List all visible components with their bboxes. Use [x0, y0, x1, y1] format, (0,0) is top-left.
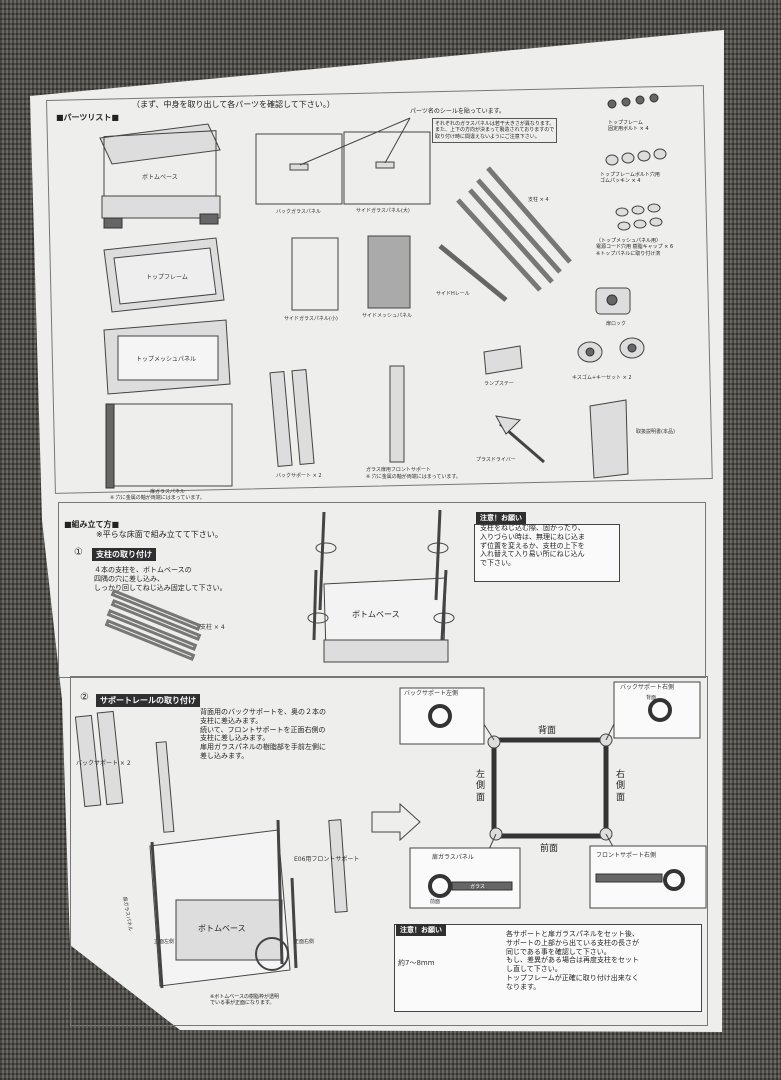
- front-support-drawing: [389, 365, 405, 463]
- rubber-packing-label: トップフレームボルト穴用 ゴムパッキン × 4: [600, 172, 660, 185]
- pillar-drawing: [456, 166, 572, 292]
- step2-front-right: 正面右側: [294, 939, 315, 945]
- caution2-box: [394, 924, 702, 1012]
- side-glass-large-drawing: [343, 131, 431, 205]
- back-face-label: 背面: [538, 726, 557, 736]
- glass-note: それぞれのガラスパネルは若干大きさが異なります。 また、上下の方向が決まって製造…: [432, 118, 558, 143]
- back-left-label: バックサポート左側: [404, 690, 459, 697]
- back-right-label: バックサポート右側: [620, 684, 675, 691]
- door-glass-detail-label: 扉ガラスパネル: [432, 854, 474, 861]
- left-face-label: 左 側 面: [476, 770, 486, 803]
- step2-text: 背面用のバックサポートを、奥の２本の 支柱に差込みます。 続いて、フロントサポー…: [200, 708, 326, 760]
- side-glass-small-drawing: [291, 237, 339, 311]
- door-lock-label: 扉ロック: [606, 321, 627, 327]
- step2-base-label: ボトムベース: [198, 924, 246, 933]
- step1-number: ①: [74, 547, 83, 558]
- step1-text: ４本の支柱を、ボトムベースの 四隅の穴に差し込み、 しっかり回してねじ込み固定し…: [94, 566, 227, 592]
- lamp-stay-drawing: [483, 345, 523, 375]
- lamp-stay-label: ランプステー: [484, 381, 514, 387]
- side-h-rail-drawing: [438, 244, 508, 302]
- step2-front-left: 正面左側: [154, 939, 175, 945]
- back-support-label: バックサポート × 2: [276, 473, 322, 479]
- bottom-base-label: ボトムベース: [142, 174, 178, 181]
- caution1-box: [474, 524, 620, 582]
- rubber-packing-drawing: [605, 148, 667, 166]
- front-support-note: ※ 穴に金属の軸が両端にはまっています。: [366, 474, 461, 480]
- caution2-text: 各サポートと扉ガラスパネルをセット後、 サポートの上部から出ている支柱の長さが …: [506, 930, 639, 991]
- top-frame-label: トップフレーム: [146, 274, 188, 281]
- caps-drawing: [615, 203, 663, 231]
- door-glass-drawing: [107, 403, 233, 487]
- side-glass-large-label: サイドガラスパネル(大): [356, 208, 410, 214]
- side-h-rail-label: サイドHレール: [436, 291, 470, 297]
- front-support-right-label: フロントサポート右側: [596, 852, 657, 859]
- manual-drawing: [589, 399, 629, 479]
- top-frame-bolt-label: トップフレーム 固定用ボルト × 4: [608, 120, 649, 133]
- step2-circle-note: ※ボトムベースの樹脂枠が透明 でいる事が正面になります。: [210, 994, 279, 1007]
- top-frame-drawing: [103, 237, 225, 313]
- back-glass-label: バックガラスパネル: [276, 209, 321, 215]
- step1-title: 支柱の取り付け: [92, 548, 156, 561]
- key-set-label: キスゴム+キーセット × 2: [572, 375, 632, 381]
- caution1-text: 支柱をねじ込む際、固かったり、 入りづらい時は、無理にねじ込ま ず位置を変えるか…: [480, 524, 585, 567]
- pillar-label: 支柱 × 4: [528, 197, 549, 203]
- detail-glass-label: ガラス: [470, 884, 485, 890]
- right-face-label: 右 側 面: [616, 770, 626, 803]
- back-glass-drawing: [255, 133, 343, 205]
- front-face-label: 前面: [540, 844, 559, 854]
- assembly-step1-section: [58, 502, 706, 678]
- top-mesh-drawing: [103, 319, 231, 395]
- detail-back-label: 背面: [646, 695, 657, 701]
- step2-title: サポートレールの取り付け: [96, 694, 200, 707]
- screwdriver-label: プラスドライバー: [476, 457, 516, 463]
- step1-pillar-label: 支柱 × 4: [200, 624, 225, 631]
- side-mesh-label: サイドメッシュパネル: [362, 313, 413, 319]
- door-glass-label: 扉ガラスパネル: [150, 489, 185, 495]
- assembly-title: ■組み立て方■: [64, 520, 120, 529]
- caution2-title: 注意！お願い: [396, 924, 446, 936]
- mesh-caps-label: （トップメッシュパネル用） 電源コード穴用 樹脂キャップ × 6 ※トップパネル…: [596, 238, 674, 257]
- front-support-label: ガラス扉用フロントサポート: [366, 467, 431, 473]
- caution2-gap-label: 約7～8mm: [398, 959, 435, 967]
- bottom-base-drawing: [99, 123, 221, 229]
- back-support-drawing: [269, 369, 315, 467]
- step2-back-support-label: バックサポート × 2: [76, 760, 131, 767]
- assembly-step2-section: [70, 676, 708, 1026]
- side-mesh-drawing: [367, 235, 411, 309]
- manual-label: 取扱説明書(本品): [636, 429, 675, 435]
- bolts-drawing: [607, 93, 659, 109]
- screwdriver-drawing: [495, 415, 545, 464]
- key-set-drawing: [577, 337, 645, 363]
- step1-base-label: ボトムベース: [352, 610, 400, 619]
- detail-front-label: 前面: [430, 899, 441, 905]
- parts-list-title: ■パーツリスト■: [56, 113, 119, 122]
- sticker-note: パーツ名のシールを貼っています。: [410, 108, 505, 115]
- step2-drawing: [74, 681, 707, 1009]
- caution1-title: 注意！お願い: [476, 512, 526, 524]
- parts-list-subtitle: （まず、中身を取り出して各パーツを確認して下さい。）: [132, 100, 335, 109]
- step2-front-support-label: E06用フロントサポート: [294, 856, 360, 863]
- top-mesh-label: トップメッシュパネル: [136, 356, 197, 363]
- step2-number: ②: [80, 692, 89, 703]
- side-glass-small-label: サイドガラスパネル(小): [284, 316, 338, 322]
- assembly-subtitle: ※平らな床面で組み立てて下さい。: [96, 530, 223, 539]
- step1-base-drawing: [104, 509, 455, 663]
- door-glass-note: ※ 穴に金属の軸が両端にはまっています。: [110, 495, 205, 501]
